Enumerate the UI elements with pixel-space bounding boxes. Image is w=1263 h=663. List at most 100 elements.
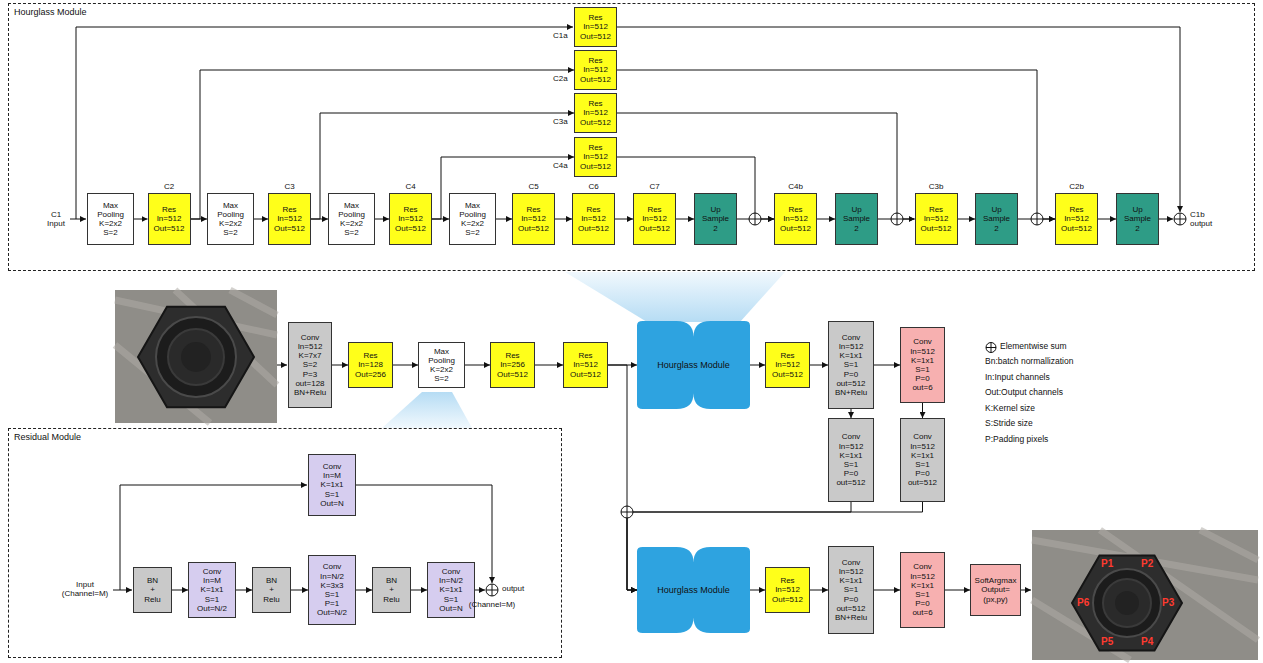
node-text: Res [363, 351, 377, 360]
residual-block: ResIn=512Out=512 [1055, 193, 1098, 245]
conv-box: SoftArgmaxOutput=(px,py) [970, 564, 1021, 616]
upsample-box: UpSample2 [1116, 193, 1159, 245]
legend-item: P:Padding pixels [985, 435, 1048, 445]
node-text: K=7x7 [299, 351, 322, 360]
node-text: Relu [144, 595, 160, 604]
connector-arrow [172, 590, 188, 591]
node-text: (px,py) [983, 595, 1007, 604]
node-text: + [389, 585, 394, 594]
keypoint-label: P5 [1101, 636, 1113, 648]
connector-arrow [676, 219, 694, 220]
node-text: P=0 [844, 370, 858, 379]
node-text: Out=512 [580, 162, 611, 171]
connector-arrow [615, 219, 633, 220]
connector-arrow [1098, 219, 1116, 220]
residual-block: ResIn=512Out=512 [633, 193, 676, 245]
node-text: Pooling [459, 210, 486, 219]
legend-item: Elementwise sum [1000, 342, 1067, 352]
node-text: + [269, 585, 274, 594]
node-text: Pooling [97, 210, 124, 219]
connector-arrow [496, 219, 512, 220]
node-text: S=2 [303, 360, 317, 369]
node-text: K=2x2 [340, 219, 363, 228]
node-text: In=512 [642, 214, 667, 223]
node-text: In=128 [358, 360, 383, 369]
node-text: S=2 [223, 228, 237, 237]
max-pooling-box: MaxPoolingK=2x2S=2 [87, 193, 134, 245]
node-text: S=1 [915, 590, 929, 599]
node-text: Res [780, 576, 794, 585]
connector-arrow [750, 590, 765, 591]
node-text: Out=512 [772, 370, 803, 379]
node-text: K=2x2 [219, 219, 242, 228]
node-text: Pooling [428, 356, 455, 365]
node-text: Hourglass Module [657, 585, 730, 595]
node-text: S=2 [434, 374, 448, 383]
node-text: In=512 [581, 214, 606, 223]
keypoint-label: P3 [1162, 597, 1174, 609]
node-text: Out=256 [355, 370, 386, 379]
node-text: Hourglass Module [657, 360, 730, 370]
legend-item: Bn:batch normallization [985, 357, 1073, 367]
node-text: P=0 [915, 599, 929, 608]
node-text: + [150, 585, 155, 594]
node-text: Out=512 [1061, 224, 1092, 233]
node-text: In=512 [583, 108, 608, 117]
node-text: In=512 [775, 585, 800, 594]
node-text: K=1x1 [840, 451, 863, 460]
connector-arrow [874, 365, 900, 366]
node-text: Res [647, 205, 661, 214]
node-text: S=1 [844, 360, 858, 369]
residual-block: ResIn=512Out=512 [915, 193, 958, 245]
node-text: Res [505, 351, 519, 360]
node-text: In=512 [521, 214, 546, 223]
connector-arrow [356, 590, 372, 591]
part-label: C6 [574, 182, 614, 191]
legend-text: K:Kernel size [985, 403, 1035, 413]
hourglass-outline [637, 321, 750, 409]
node-text: In=M [323, 471, 341, 480]
wires [70, 27, 1180, 590]
node-text: S=2 [103, 228, 117, 237]
legend-text: Bn:batch normallization [985, 356, 1073, 366]
node-text: Output= [981, 585, 1010, 594]
node-text: Conv [203, 567, 222, 576]
node-text: BN+Relu [294, 388, 326, 397]
legend-item: Out:Output channels [985, 388, 1063, 398]
part-label: C3 [270, 182, 310, 191]
residual-block: ResIn=128Out=256 [348, 342, 393, 388]
node-text: P=0 [915, 374, 929, 383]
node-text: BN [386, 576, 397, 585]
node-text: K=1x1 [201, 585, 224, 594]
connector-arrow [810, 365, 828, 366]
conv-box: ConvIn=512K=1x1S=1P=0out=6 [900, 552, 945, 628]
connector-arrow [945, 590, 970, 591]
node-text: Out=512 [578, 224, 609, 233]
node-text: In=512 [398, 214, 423, 223]
conv-box: ConvIn=512K=1x1S=1P=0out=6 [900, 327, 945, 403]
hourglass-shape: Hourglass Module [637, 321, 750, 409]
connector-arrow [817, 219, 835, 220]
connector-arrow [411, 590, 427, 591]
legend-item: K:Kernel size [985, 404, 1035, 414]
node-text: In=512 [839, 442, 864, 451]
node-text: Out=512 [395, 224, 426, 233]
node-text: Res [929, 205, 943, 214]
residual-block: ResIn=512Out=512 [574, 137, 617, 177]
node-text: Out=512 [497, 370, 528, 379]
node-text: Out=512 [780, 224, 811, 233]
node-text: Conv [323, 562, 342, 571]
node-text: Max [223, 201, 238, 210]
node-text: S=1 [325, 490, 339, 499]
hourglass-shape: Hourglass Module [637, 547, 750, 633]
node-text: Res [588, 13, 602, 22]
connector-arrow [874, 590, 900, 591]
node-text: P=3 [303, 370, 317, 379]
node-text: Up [991, 205, 1001, 214]
part-label: C1 Input [44, 210, 68, 228]
node-text: In=512 [783, 214, 808, 223]
node-text: In=512 [839, 567, 864, 576]
node-text: Conv [442, 567, 461, 576]
zoom-callout [565, 272, 785, 322]
